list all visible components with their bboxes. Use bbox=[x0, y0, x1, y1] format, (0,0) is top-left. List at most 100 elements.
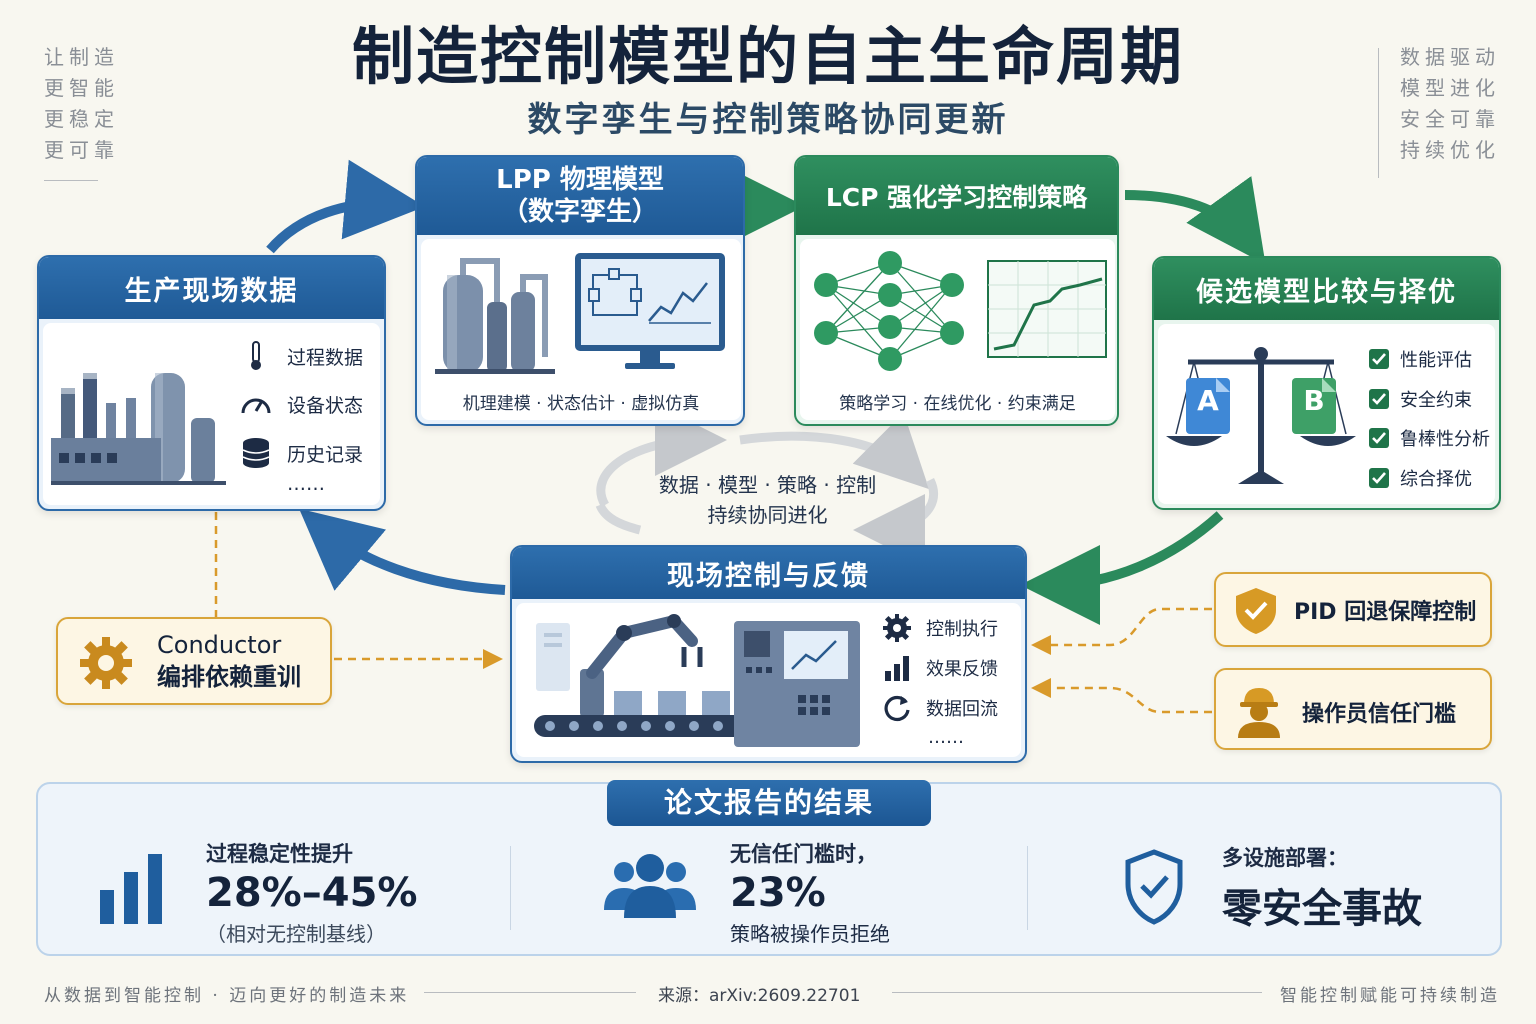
field-data-item: 历史记录 bbox=[239, 436, 363, 470]
balance-scale-icon bbox=[1166, 347, 1356, 484]
model-b-label: B bbox=[1303, 384, 1325, 417]
shield-check-icon bbox=[1122, 849, 1186, 932]
card-lpp-title: LPP 物理模型 （数字孪生） bbox=[417, 157, 743, 235]
arrow-data-to-lpp bbox=[266, 159, 425, 254]
footer-source: 来源：arXiv:2609.22701 bbox=[658, 986, 861, 1006]
footer-right: 智能控制赋能可持续制造 bbox=[1280, 986, 1500, 1006]
card-field-data: 生产现场数据 过程数据 bbox=[37, 255, 386, 511]
card-lpp-title-line2: （数字孪生） bbox=[501, 197, 658, 227]
conductor-label: Conductor 编排依赖重训 bbox=[157, 629, 301, 693]
field-data-item-label: …… bbox=[287, 473, 325, 495]
footer-rule bbox=[892, 992, 1262, 993]
result-safety-icon-wrap bbox=[1122, 848, 1186, 932]
database-icon bbox=[239, 436, 273, 470]
field-data-item: 过程数据 bbox=[239, 339, 363, 373]
field-control-item: 效果反馈 bbox=[882, 653, 998, 683]
side-rule-left bbox=[44, 180, 98, 181]
refresh-icon bbox=[882, 693, 912, 723]
compare-check-label: 综合择优 bbox=[1400, 469, 1472, 490]
result-stability-value: 28%–45% bbox=[206, 870, 418, 916]
card-field-control: 现场控制与反馈 bbox=[510, 545, 1027, 763]
side-note-left-line: 让制造 bbox=[44, 45, 119, 69]
result-rejection-icon-wrap bbox=[602, 850, 698, 926]
card-lcp-body: 策略学习 · 在线优化 · 约束满足 bbox=[800, 239, 1115, 420]
side-rule-right bbox=[1378, 48, 1379, 178]
center-text-line2: 持续协同进化 bbox=[707, 503, 828, 527]
result-safety: 多设施部署： 零安全事故 bbox=[1222, 842, 1422, 934]
card-field-data-title: 生产现场数据 bbox=[39, 257, 384, 319]
page-subtitle: 数字孪生与控制策略协同更新 bbox=[527, 100, 1009, 140]
field-data-item-label: 设备状态 bbox=[287, 394, 364, 417]
result-rejection-value: 23% bbox=[730, 870, 826, 916]
worker-icon bbox=[1234, 684, 1284, 742]
side-note-right-line: 持续优化 bbox=[1400, 138, 1500, 162]
compare-check-label: 鲁棒性分析 bbox=[1400, 429, 1490, 450]
plant-and-monitor-illustration bbox=[435, 253, 725, 374]
checkbox-checked-icon bbox=[1368, 348, 1390, 370]
robot-arm-conveyor-illustration bbox=[534, 614, 860, 747]
operator-trust-box: 操作员信任门槛 bbox=[1214, 668, 1492, 750]
side-note-right-line: 安全可靠 bbox=[1400, 107, 1500, 131]
side-note-right: 数据驱动 模型进化 安全可靠 持续优化 bbox=[1400, 42, 1500, 166]
card-compare: 候选模型比较与择优 A B 性能评估 bbox=[1152, 256, 1501, 510]
result-rejection-label: 无信任门槛时， bbox=[730, 842, 877, 866]
checkbox-checked-icon bbox=[1368, 427, 1390, 449]
field-control-item-label: 数据回流 bbox=[926, 699, 998, 720]
center-cycle-arrow bbox=[595, 503, 642, 535]
result-stability: 过程稳定性提升 28%–45% （相对无控制基线） bbox=[206, 838, 417, 947]
arrow-control-to-data bbox=[299, 508, 506, 595]
center-cycle-text: 数据 · 模型 · 策略 · 控制 持续协同进化 bbox=[600, 470, 935, 530]
results-tab: 论文报告的结果 bbox=[607, 780, 931, 826]
checkbox-checked-icon bbox=[1368, 467, 1390, 489]
card-field-control-title: 现场控制与反馈 bbox=[512, 547, 1025, 599]
card-lcp-caption: 策略学习 · 在线优化 · 约束满足 bbox=[839, 394, 1076, 414]
field-control-item-label: 效果反馈 bbox=[926, 659, 998, 680]
card-lpp-caption: 机理建模 · 状态估计 · 虚拟仿真 bbox=[462, 394, 700, 414]
result-stability-icon-wrap bbox=[96, 850, 168, 930]
field-control-item: …… bbox=[928, 727, 964, 748]
center-cycle-arrow bbox=[596, 404, 727, 508]
dashed-link-pid-control bbox=[1031, 607, 1212, 655]
pid-fallback-label: PID 回退保障控制 bbox=[1294, 600, 1477, 625]
compare-check-item: 鲁棒性分析 bbox=[1368, 425, 1490, 451]
compare-check-item: 安全约束 bbox=[1368, 386, 1472, 412]
card-compare-title: 候选模型比较与择优 bbox=[1154, 258, 1499, 320]
results-divider bbox=[510, 846, 511, 930]
card-field-data-body: 过程数据 设备状态 历史记录 …… bbox=[43, 323, 380, 505]
footer-rule bbox=[424, 992, 636, 993]
conductor-label-line2: 编排依赖重训 bbox=[157, 663, 301, 691]
footer-left: 从数据到智能控制 · 迈向更好的制造未来 bbox=[44, 986, 410, 1006]
conductor-box: Conductor 编排依赖重训 bbox=[56, 617, 332, 705]
card-field-control-body: 控制执行 效果反馈 数据回流 …… bbox=[516, 603, 1021, 757]
bar-chart-icon bbox=[96, 854, 168, 930]
neural-net-and-chart-illustration bbox=[814, 251, 1107, 371]
compare-check-item: 综合择优 bbox=[1368, 465, 1472, 491]
card-lpp: LPP 物理模型 （数字孪生） 机理建模 · 状态估计 · 虚拟仿真 bbox=[415, 155, 745, 426]
side-note-left-line: 更智能 bbox=[44, 76, 119, 100]
bar-chart-icon bbox=[882, 653, 912, 683]
shield-check-icon bbox=[1232, 586, 1280, 640]
field-data-item-label: 历史记录 bbox=[287, 443, 364, 466]
center-cycle-arrow bbox=[739, 412, 930, 490]
checkbox-checked-icon bbox=[1368, 388, 1390, 410]
field-control-item: 数据回流 bbox=[882, 693, 998, 723]
conductor-label-line1: Conductor bbox=[157, 631, 282, 659]
side-note-right-line: 数据驱动 bbox=[1400, 45, 1500, 69]
result-rejection-note: 策略被操作员拒绝 bbox=[730, 922, 890, 946]
side-note-right-line: 模型进化 bbox=[1400, 76, 1500, 100]
result-safety-label: 多设施部署： bbox=[1222, 846, 1348, 870]
results-divider bbox=[1027, 846, 1028, 930]
result-stability-label: 过程稳定性提升 bbox=[206, 842, 353, 866]
factory-illustration bbox=[51, 373, 226, 485]
gear-icon bbox=[78, 635, 134, 695]
card-lpp-body: 机理建模 · 状态估计 · 虚拟仿真 bbox=[421, 239, 741, 420]
center-text-line1: 数据 · 模型 · 策略 · 控制 bbox=[658, 473, 877, 497]
result-rejection: 无信任门槛时， 23% 策略被操作员拒绝 bbox=[730, 838, 890, 947]
operator-trust-label: 操作员信任门槛 bbox=[1302, 702, 1457, 727]
side-note-left: 让制造 更智能 更稳定 更可靠 bbox=[44, 42, 119, 166]
compare-check-label: 性能评估 bbox=[1400, 350, 1472, 371]
arrow-lcp-to-compare bbox=[1124, 176, 1266, 265]
arrow-compare-to-control bbox=[1020, 511, 1224, 625]
dashed-link-operator-control bbox=[1031, 678, 1212, 714]
